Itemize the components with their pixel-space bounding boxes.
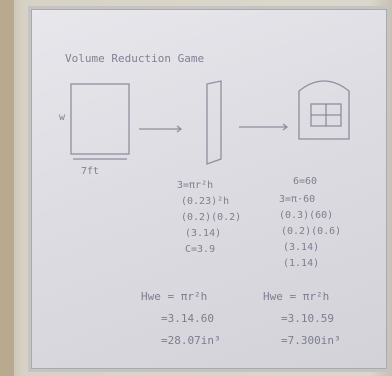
arrow-right	[239, 123, 289, 131]
calc-right-line-1: Hwe = πr²h	[263, 290, 330, 303]
calc-left-line-1: Hwe = πr²h	[141, 290, 208, 303]
right-eq-line-5: (1.14)	[283, 258, 320, 269]
heading: Volume Reduction Game	[65, 52, 205, 65]
whiteboard-drawings	[70, 80, 350, 165]
left-eq-line-2: (0.23)²h	[181, 196, 230, 207]
label-w: w	[59, 112, 66, 123]
calc-left-line-3: =28.07in³	[161, 334, 221, 347]
calc-right-line-3: =7.300in³	[281, 334, 341, 347]
left-rectangle-sketch	[70, 83, 130, 155]
whiteboard: Volume Reduction Game w 7ft 6=60 3=πr²h …	[28, 6, 390, 372]
right-eq-line-1: 3=π·60	[279, 194, 316, 205]
label-right-mid: 6=60	[293, 176, 318, 187]
left-eq-line-5: C=3.9	[185, 244, 216, 255]
left-eq-line-4: (3.14)	[185, 228, 222, 239]
right-eq-line-2: (0.3)(60)	[279, 210, 334, 221]
middle-slab-sketch	[206, 80, 222, 165]
right-cylinder-sketch	[298, 80, 350, 140]
calc-left-line-2: =3.14.60	[161, 312, 214, 325]
right-eq-line-4: (3.14)	[283, 242, 320, 253]
left-eq-line-1: 3=πr²h	[177, 180, 214, 191]
calc-right-line-2: =3.10.59	[281, 312, 334, 325]
arrow-left	[139, 125, 183, 133]
right-eq-line-3: (0.2)(0.6)	[281, 226, 342, 237]
label-left-bottom: 7ft	[81, 166, 100, 177]
wall-left	[0, 0, 14, 376]
left-eq-line-3: (0.2)(0.2)	[181, 212, 242, 223]
